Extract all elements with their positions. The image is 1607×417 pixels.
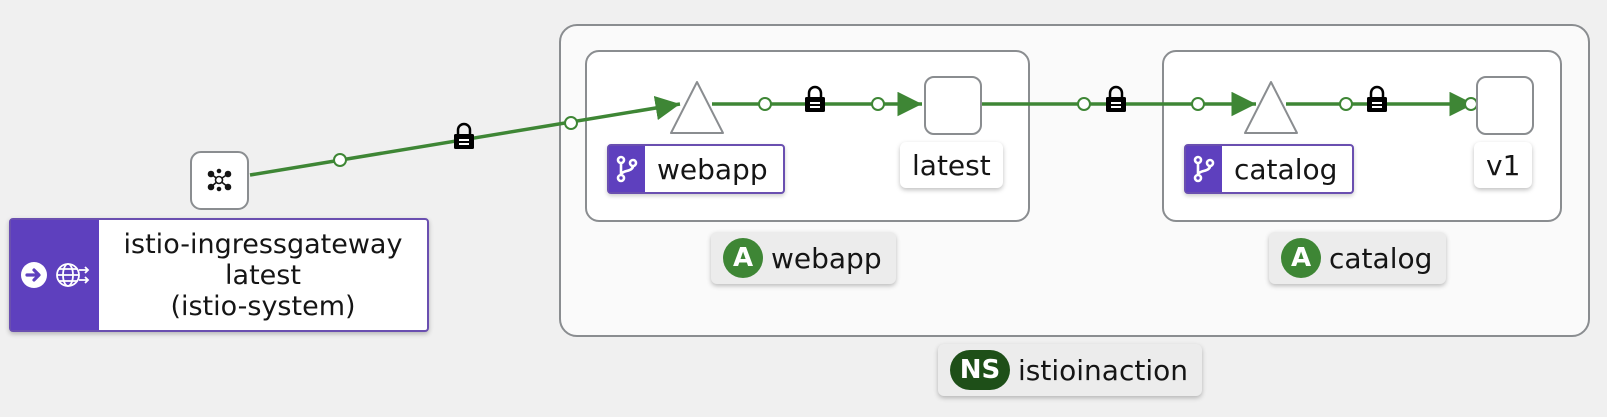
app-badge: A bbox=[1281, 238, 1321, 278]
namespace-badge: NS bbox=[950, 350, 1010, 390]
app-label-text: webapp bbox=[771, 241, 882, 275]
globe-icon bbox=[56, 263, 90, 287]
app-label-catalog[interactable]: A catalog bbox=[1269, 232, 1447, 284]
edge-gateway-to-webapp[interactable] bbox=[249, 95, 681, 177]
gateway-label[interactable]: istio-ingressgateway latest (istio-syste… bbox=[9, 218, 429, 332]
gateway-version: latest bbox=[225, 259, 301, 291]
service-node-catalog[interactable] bbox=[1244, 81, 1298, 134]
service-label-text: webapp bbox=[657, 152, 768, 186]
version-label-latest[interactable]: latest bbox=[900, 142, 1003, 188]
service-branch-icon bbox=[1186, 146, 1222, 192]
app-badge: A bbox=[723, 238, 763, 278]
namespace-label-text: istioinaction bbox=[1018, 353, 1188, 387]
service-node-webapp[interactable] bbox=[670, 81, 724, 134]
mtls-lock-icon bbox=[803, 85, 827, 114]
gateway-name: istio-ingressgateway bbox=[123, 228, 403, 260]
workload-node-latest[interactable] bbox=[924, 76, 982, 135]
service-label-catalog[interactable]: catalog bbox=[1184, 144, 1354, 194]
namespace-label[interactable]: NS istioinaction bbox=[938, 344, 1202, 396]
service-branch-icon bbox=[609, 146, 645, 192]
app-label-webapp[interactable]: A webapp bbox=[711, 232, 896, 284]
workload-node-v1[interactable] bbox=[1476, 76, 1534, 135]
mtls-lock-icon bbox=[452, 122, 476, 151]
app-label-text: catalog bbox=[1329, 241, 1433, 275]
service-label-text: catalog bbox=[1234, 152, 1338, 186]
version-label-v1[interactable]: v1 bbox=[1474, 142, 1533, 188]
gateway-namespace: (istio-system) bbox=[170, 290, 356, 322]
edge-catalog-to-v1[interactable] bbox=[1286, 85, 1478, 117]
edge-latest-to-catalog[interactable] bbox=[982, 85, 1256, 117]
arrow-right-circle-icon bbox=[21, 262, 47, 288]
gateway-hub-icon bbox=[207, 168, 232, 192]
mtls-lock-icon bbox=[1104, 85, 1128, 114]
service-label-webapp[interactable]: webapp bbox=[607, 144, 785, 194]
version-label-text: latest bbox=[912, 148, 991, 182]
version-label-text: v1 bbox=[1486, 148, 1521, 182]
gateway-node[interactable] bbox=[190, 151, 249, 210]
mtls-lock-icon bbox=[1365, 85, 1389, 114]
edge-webapp-to-latest[interactable] bbox=[712, 85, 922, 117]
